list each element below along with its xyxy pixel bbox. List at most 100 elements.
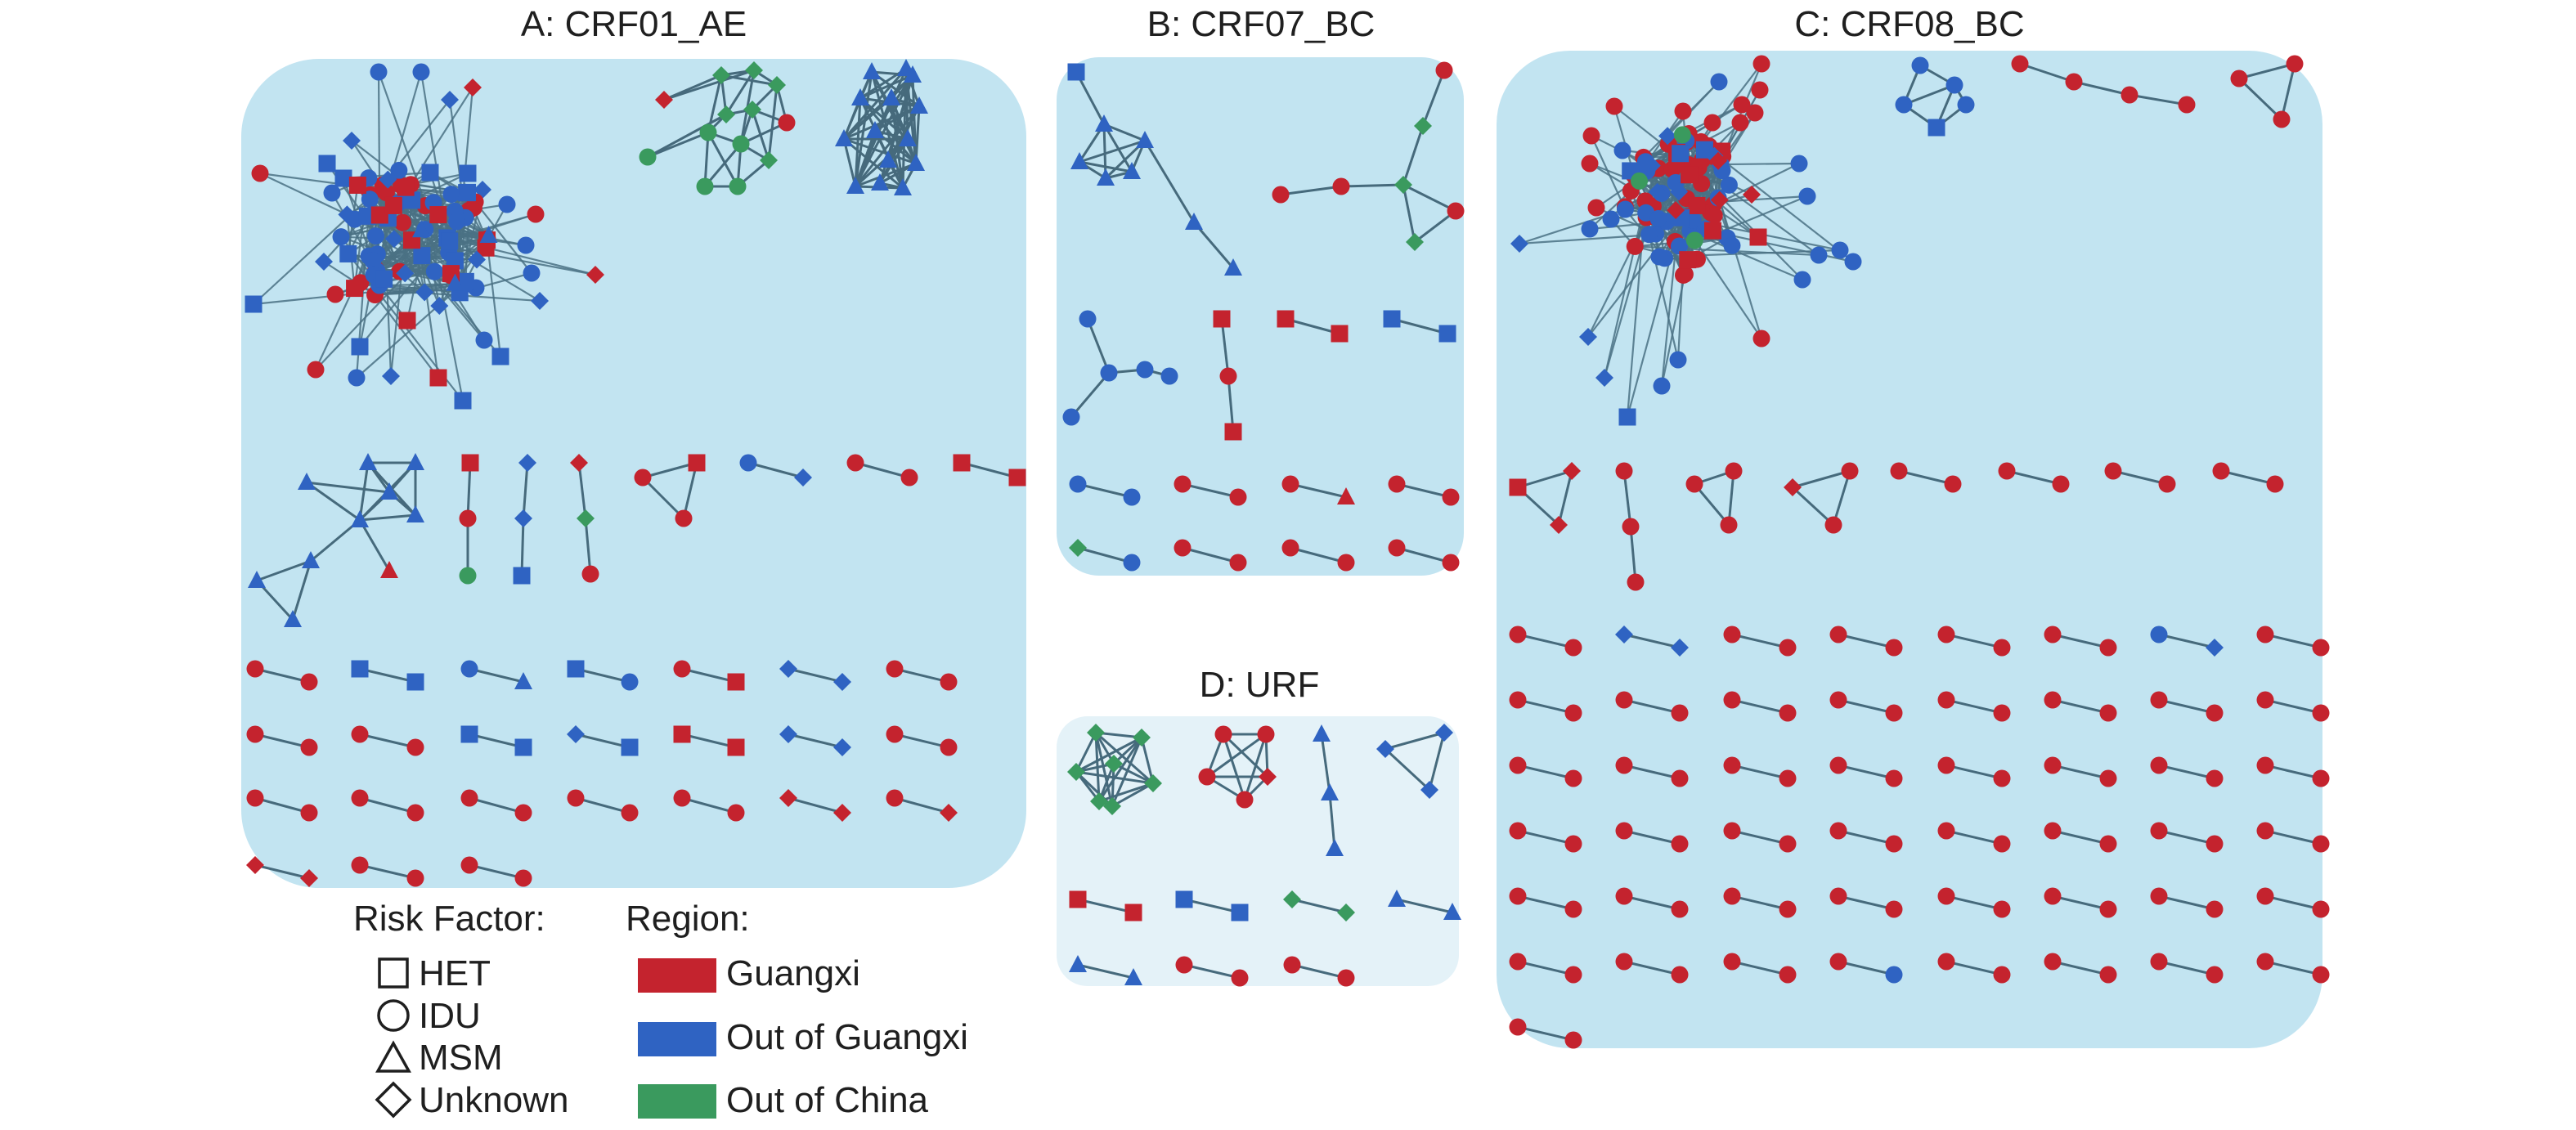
network-node-diamond-out-of-guangxi	[518, 454, 536, 472]
network-node-circle-guangxi	[1733, 96, 1751, 114]
network-edge	[254, 863, 310, 880]
network-node-square-guangxi	[1688, 196, 1706, 214]
network-node-square-out-of-guangxi	[1231, 904, 1249, 921]
network-node-diamond-out-of-china	[1414, 117, 1432, 135]
network-node-circle-guangxi	[1564, 900, 1582, 918]
network-edge	[842, 138, 857, 187]
network-node-circle-guangxi	[1829, 887, 1847, 905]
network-node-triangle-out-of-guangxi	[1224, 258, 1242, 276]
network-edge	[466, 462, 472, 519]
network-node-circle-guangxi	[1779, 900, 1797, 918]
network-node-circle-guangxi	[1723, 887, 1741, 905]
network-edge	[1519, 230, 1713, 245]
network-edge	[1838, 633, 1895, 649]
network-node-circle-guangxi	[2256, 691, 2274, 709]
network-node-diamond-out-of-guangxi	[1510, 235, 1528, 253]
network-edge	[577, 462, 587, 519]
network-node-square-out-of-guangxi	[245, 295, 263, 313]
network-node-triangle-out-of-guangxi	[899, 129, 917, 146]
network-node-circle-out-of-guangxi	[390, 161, 408, 179]
network-edge	[1402, 183, 1456, 213]
network-node-diamond-out-of-guangxi	[1420, 781, 1438, 799]
network-node-circle-out-of-guangxi	[1911, 56, 1929, 74]
network-node-circle-guangxi	[1746, 104, 1764, 122]
network-node-triangle-out-of-guangxi	[1097, 168, 1115, 186]
network-node-circle-guangxi	[1622, 518, 1640, 536]
network-node-circle-guangxi	[1703, 114, 1721, 132]
network-node-circle-guangxi	[2286, 55, 2304, 73]
network-node-square-out-of-guangxi	[513, 567, 531, 585]
network-edge	[1077, 963, 1134, 980]
network-edge	[1070, 372, 1111, 418]
network-node-diamond-out-of-guangxi	[1671, 639, 1689, 657]
network-node-circle-guangxi	[2099, 639, 2117, 657]
network-node-triangle-out-of-guangxi	[1388, 890, 1406, 907]
network-node-circle-guangxi	[326, 285, 344, 303]
network-edge	[1291, 963, 1347, 980]
network-node-circle-out-of-guangxi	[1079, 310, 1097, 328]
legend-unknown-diamond-icon	[375, 1081, 412, 1119]
network-node-circle-guangxi	[1998, 462, 2016, 480]
legend-idu-circle-icon	[377, 999, 410, 1032]
network-edge	[1290, 546, 1347, 564]
network-edge	[1517, 960, 1574, 976]
network-edge	[703, 132, 710, 187]
network-node-circle-guangxi	[1671, 769, 1689, 787]
network-edge	[1384, 731, 1445, 751]
network-edge	[1903, 83, 1955, 106]
network-node-circle-out-of-guangxi	[1810, 246, 1828, 264]
network-node-circle-guangxi	[2312, 835, 2330, 853]
network-node-circle-out-of-guangxi	[1790, 155, 1808, 173]
network-node-square-guangxi	[1749, 228, 1767, 246]
network-edge	[1402, 125, 1425, 186]
panel-d-title: D: URF	[1200, 665, 1320, 705]
network-node-circle-guangxi	[1885, 769, 1903, 787]
network-node-triangle-out-of-guangxi	[302, 551, 320, 568]
network-node-circle-out-of-guangxi	[1649, 209, 1667, 227]
network-node-triangle-guangxi	[1337, 487, 1355, 504]
network-edge	[1623, 764, 1681, 780]
network-node-square-guangxi	[477, 239, 495, 257]
network-edge	[1384, 747, 1431, 791]
network-node-circle-guangxi	[673, 660, 691, 678]
network-node-circle-guangxi	[675, 509, 693, 527]
network-node-circle-guangxi	[1705, 206, 1723, 224]
network-edge	[356, 280, 467, 379]
network-node-circle-guangxi	[900, 469, 918, 487]
network-node-circle-guangxi	[300, 738, 318, 756]
network-edge	[1623, 960, 1681, 976]
network-edge	[1280, 185, 1342, 196]
network-node-square-out-of-guangxi	[491, 348, 509, 365]
network-node-circle-out-of-guangxi	[361, 191, 379, 209]
network-node-triangle-out-of-guangxi	[1070, 152, 1088, 169]
network-node-circle-guangxi	[1751, 81, 1769, 99]
network-edge	[469, 863, 524, 880]
network-node-triangle-out-of-guangxi	[248, 571, 266, 588]
network-edge	[1075, 732, 1097, 773]
network-node-circle-guangxi	[727, 804, 745, 822]
network-node-square-out-of-guangxi	[1067, 63, 1085, 81]
network-node-circle-guangxi	[2178, 96, 2196, 114]
network-node-circle-guangxi	[1337, 969, 1355, 987]
network-edge	[894, 667, 949, 684]
legend-out-of-china-swatch	[638, 1084, 716, 1119]
network-node-circle-guangxi	[1627, 573, 1645, 591]
network-node-circle-guangxi	[514, 804, 532, 822]
network-node-diamond-guangxi	[1563, 462, 1581, 480]
network-edge	[2052, 829, 2109, 845]
network-edge	[1222, 733, 1269, 778]
network-node-circle-out-of-guangxi	[364, 252, 382, 270]
network-node-circle-guangxi	[1615, 691, 1633, 709]
network-edge	[1517, 698, 1574, 715]
network-node-diamond-guangxi	[246, 856, 264, 874]
network-edge	[1077, 482, 1133, 499]
network-node-diamond-out-of-guangxi	[379, 170, 397, 189]
network-node-diamond-out-of-china	[717, 105, 735, 123]
network-node-circle-out-of-china	[729, 177, 747, 195]
network-edge	[751, 109, 770, 161]
network-node-square-guangxi	[1008, 469, 1026, 487]
network-edge	[411, 172, 469, 186]
network-node-circle-guangxi	[1509, 953, 1527, 971]
network-node-circle-out-of-guangxi	[1160, 367, 1178, 385]
network-node-circle-out-of-guangxi	[1602, 210, 1620, 228]
